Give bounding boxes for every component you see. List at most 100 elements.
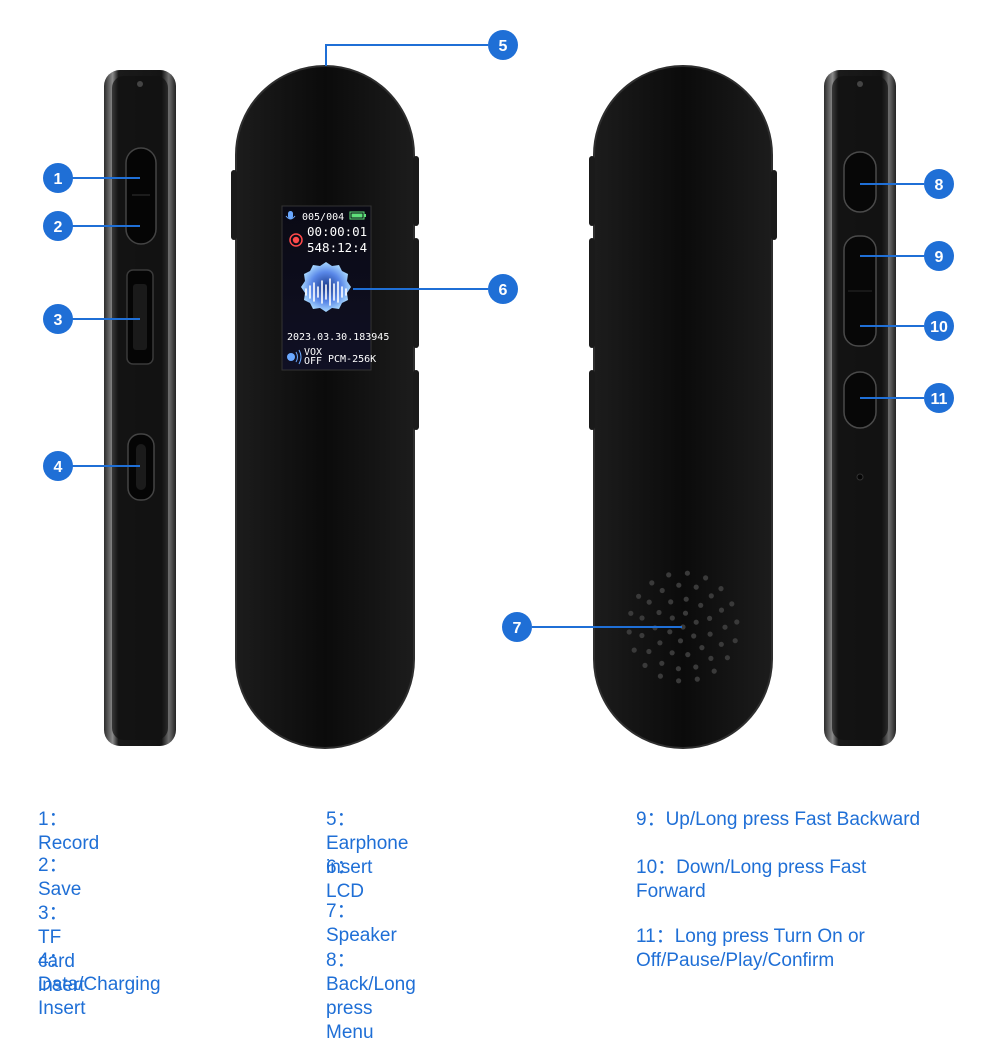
svg-text:1: 1 — [54, 171, 63, 188]
speaker-hole — [667, 629, 673, 635]
lcd-screen: 005/004 00:00:01 548:12:4 — [281, 205, 389, 371]
svg-text:3: 3 — [54, 312, 63, 329]
speaker-hole — [669, 650, 675, 656]
legend-item-1: 1：Record — [38, 809, 100, 854]
legend-item-9: 9：Up/Long press Fast Backward — [636, 809, 921, 830]
front-right-edge-button-bottom — [413, 370, 419, 430]
speaker-hole — [676, 582, 682, 588]
side-top-hole — [137, 81, 143, 87]
callout-6: 6 — [488, 274, 518, 304]
speaker-hole — [711, 668, 717, 674]
svg-text:10: 10 — [930, 319, 948, 336]
callout-badges: 1 2 3 4 5 6 7 8 9 10 11 — [43, 30, 954, 642]
battery-icon — [349, 211, 366, 220]
record-indicator-icon — [289, 233, 303, 247]
speaker-hole — [682, 610, 689, 616]
device-right-side — [824, 70, 896, 746]
speaker-hole — [631, 647, 637, 653]
speaker-hole — [718, 586, 724, 592]
callout-7: 7 — [502, 612, 532, 642]
callout-5: 5 — [488, 30, 518, 60]
lcd-format: PCM-256K — [328, 354, 376, 365]
svg-text:8: 8 — [935, 177, 944, 194]
callout-lines — [72, 44, 924, 628]
speaker-hole — [666, 572, 672, 578]
speaker-hole — [699, 645, 705, 651]
callout-11: 11 — [924, 383, 954, 413]
speaker-hole — [659, 587, 665, 594]
speaker-hole — [668, 599, 674, 605]
waveform-orb-icon — [301, 262, 351, 312]
legend-item-5: 5：Earphone insert — [326, 809, 409, 878]
callout-1: 1 — [43, 163, 73, 193]
speaker-hole — [724, 655, 731, 661]
record-save-switch[interactable] — [125, 147, 157, 245]
legend-item-6: 6：LCD — [326, 857, 365, 902]
microphone-icon — [285, 211, 296, 220]
callout-3: 3 — [43, 304, 73, 334]
speaker-hole — [680, 624, 686, 630]
speaker-hole — [718, 607, 725, 613]
callout-2: 2 — [43, 211, 73, 241]
lcd-file-counter: 005/004 — [302, 212, 344, 223]
svg-text:6: 6 — [499, 282, 508, 299]
legend-item-8: 8：Back/Long press Menu — [326, 950, 416, 1043]
svg-text:4: 4 — [54, 459, 63, 476]
callout-9: 9 — [924, 241, 954, 271]
speaker-hole — [693, 584, 699, 590]
speaker-hole — [659, 660, 665, 666]
speaker-hole — [698, 602, 704, 608]
speaker-hole — [646, 648, 652, 655]
speaker-hole — [684, 570, 691, 576]
speaker-hole — [708, 593, 714, 599]
front-left-edge-switch — [231, 170, 237, 240]
svg-text:9: 9 — [935, 249, 944, 266]
device-left-side — [104, 70, 176, 746]
svg-text:2: 2 — [54, 219, 63, 236]
speaker-hole — [657, 640, 663, 646]
speaker-hole — [639, 632, 645, 639]
speaker-hole — [707, 615, 713, 622]
speaker-hole — [642, 662, 648, 669]
speaker-hole — [693, 619, 699, 625]
speaker-hole — [646, 599, 652, 605]
speaker-hole — [693, 664, 699, 670]
speaker-hole — [676, 678, 682, 684]
device-front: 005/004 00:00:01 548:12:4 — [231, 65, 419, 749]
speaker-hole — [649, 580, 655, 586]
svg-text:11: 11 — [931, 391, 948, 408]
legend-item-11: 11：Long press Turn On or Off/Pause/Play/… — [636, 926, 865, 971]
front-right-edge-button-top — [413, 156, 419, 226]
lcd-vox-label: VOX — [304, 347, 322, 358]
speaker-hole — [669, 615, 675, 621]
product-diagram: 005/004 00:00:01 548:12:4 — [43, 30, 954, 749]
speaker-grille — [626, 570, 740, 684]
legend-item-10: 10：Down/Long press Fast Forward — [636, 857, 867, 902]
microphone-hole — [856, 473, 864, 481]
speaker-hole — [707, 631, 713, 637]
back-menu-button[interactable] — [843, 151, 877, 213]
speaker-hole — [683, 596, 689, 602]
svg-text:5: 5 — [499, 38, 508, 55]
vox-icon — [287, 349, 302, 365]
speaker-hole — [722, 624, 728, 630]
speaker-hole — [685, 652, 691, 658]
speaker-hole — [718, 641, 724, 647]
speaker-hole — [636, 593, 642, 599]
lcd-elapsed-time: 00:00:01 — [307, 224, 367, 239]
speaker-hole — [691, 633, 697, 639]
speaker-hole — [639, 615, 645, 621]
speaker-hole — [708, 655, 714, 662]
speaker-hole — [657, 673, 664, 679]
speaker-hole — [626, 629, 632, 635]
lcd-file-name: 2023.03.30.183945 — [287, 332, 389, 343]
speaker-hole — [734, 619, 740, 625]
power-confirm-button[interactable] — [843, 371, 877, 429]
speaker-hole — [656, 609, 662, 616]
speaker-hole — [677, 638, 684, 644]
device-back — [589, 65, 777, 749]
speaker-hole — [703, 575, 709, 581]
lcd-remaining-time: 548:12:4 — [307, 240, 367, 255]
speaker-hole — [675, 666, 682, 672]
speaker-hole — [628, 610, 634, 616]
